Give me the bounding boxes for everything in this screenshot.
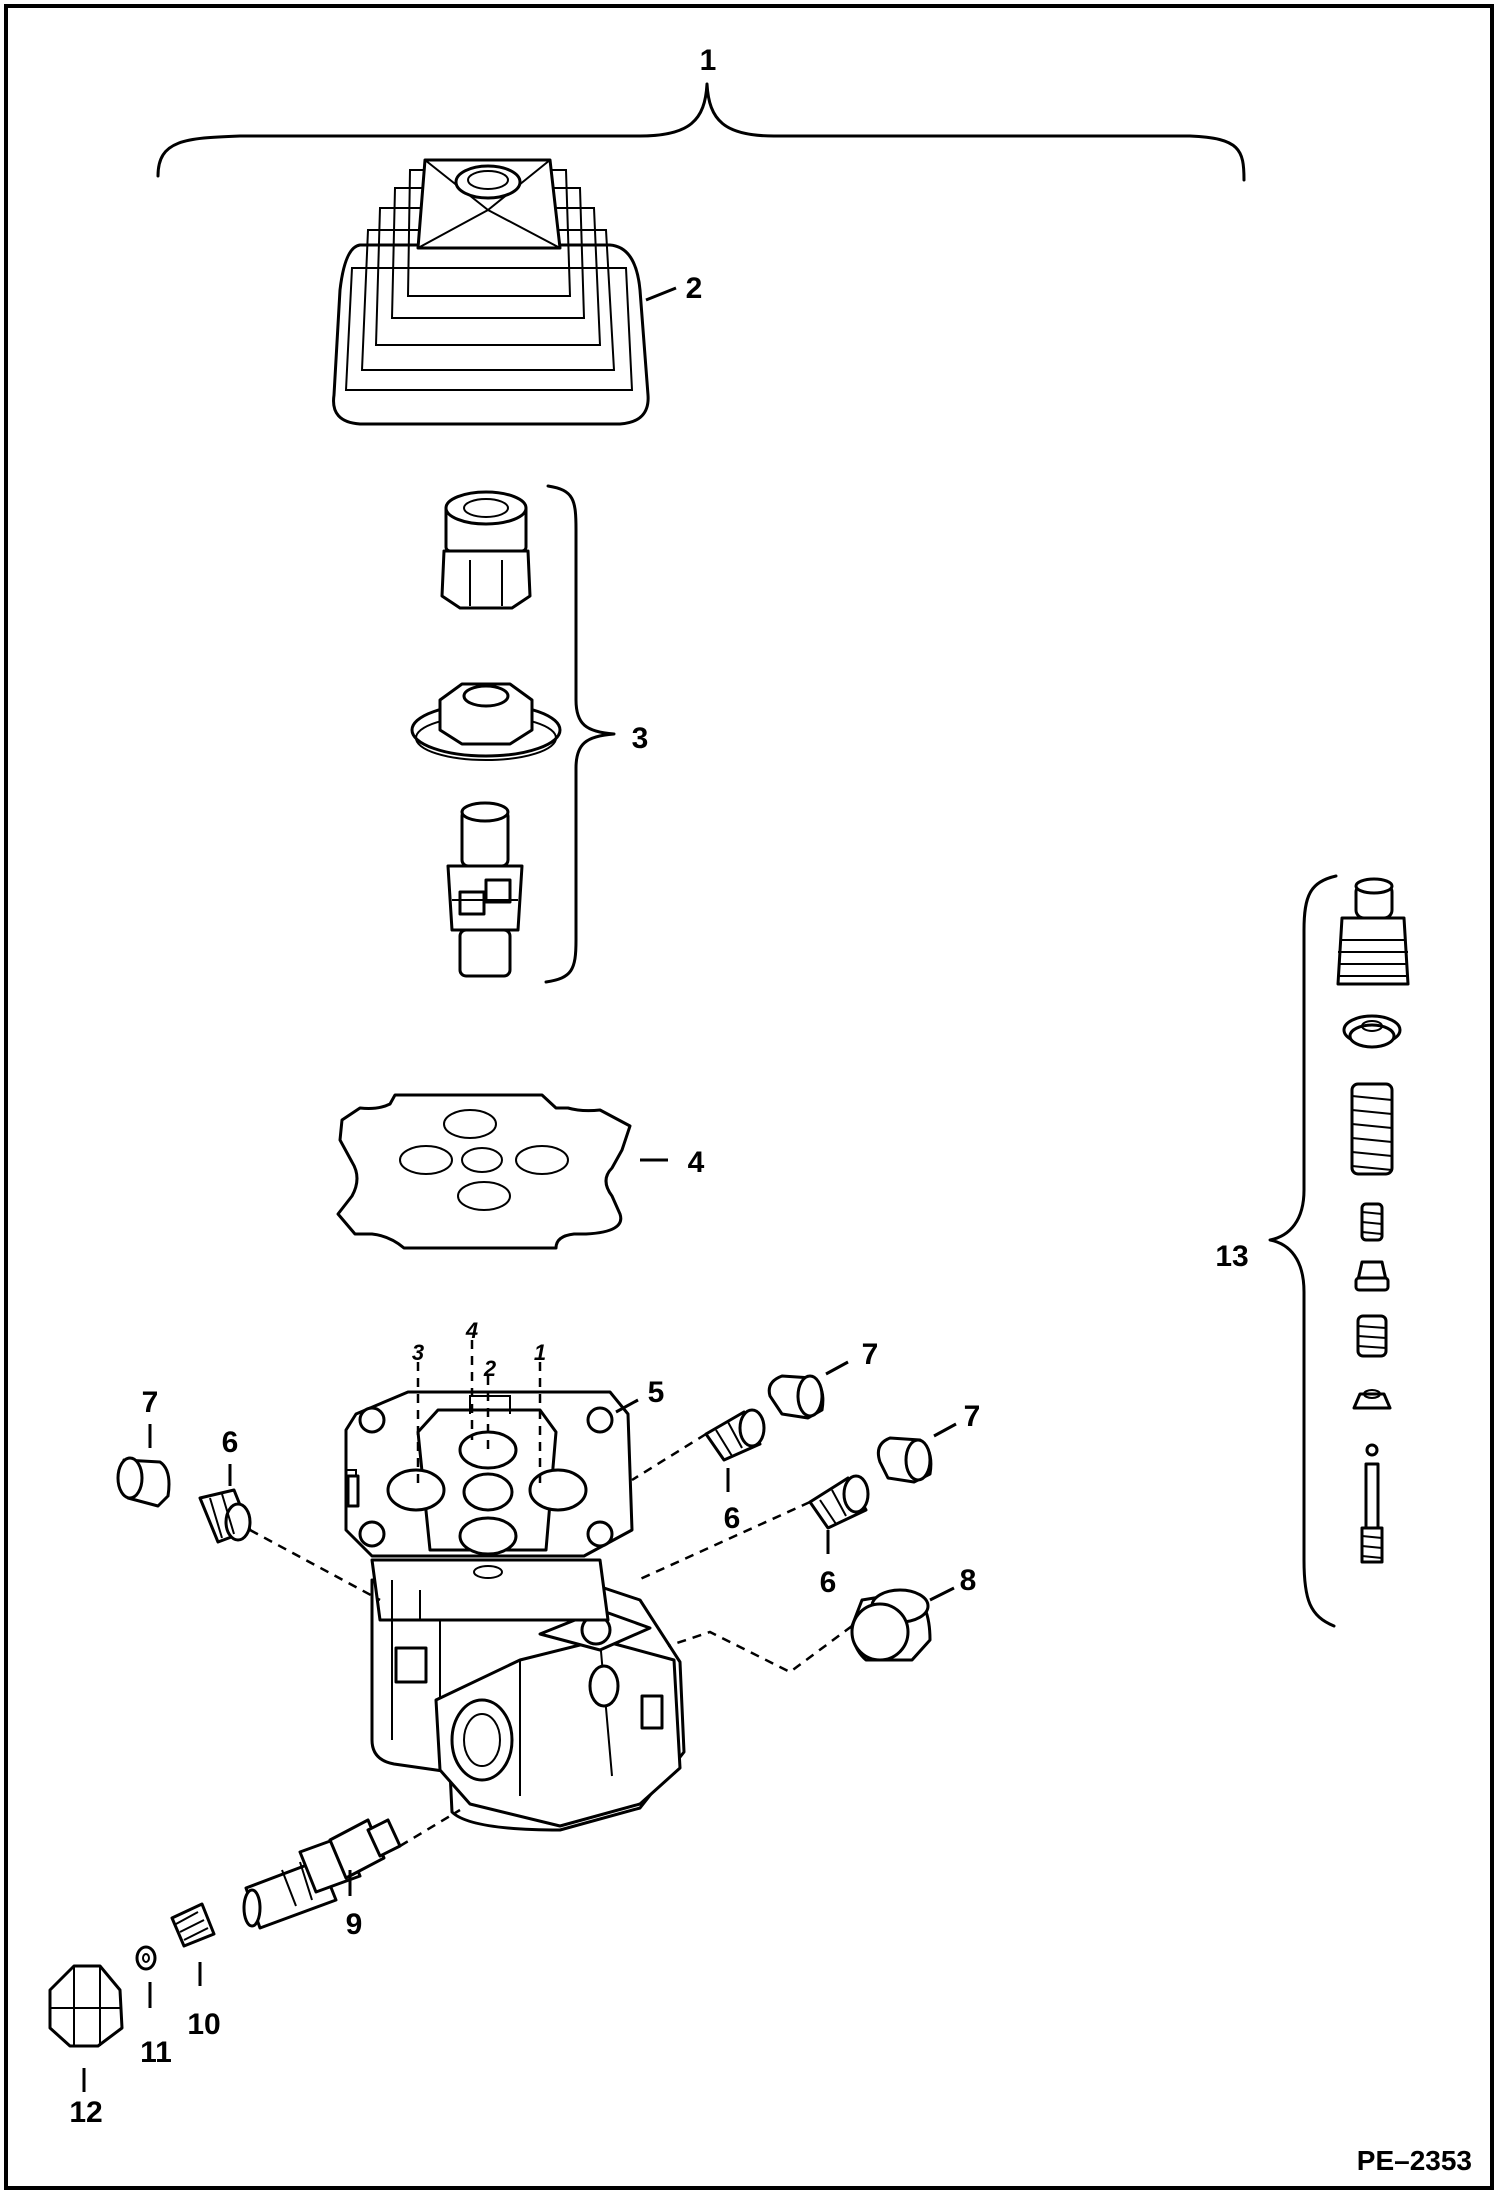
spring-medium-part bbox=[1356, 1314, 1388, 1358]
port-label-2: 2 bbox=[483, 1356, 497, 1381]
check-valve-lower-right bbox=[808, 1474, 870, 1530]
boot-bellows-part bbox=[332, 158, 650, 426]
check-valve-upper-right bbox=[704, 1408, 766, 1462]
callout-4: 4 bbox=[688, 1146, 705, 1179]
stem-part bbox=[1360, 1443, 1384, 1564]
spring-small-part bbox=[1360, 1202, 1384, 1242]
spacer-part bbox=[1354, 1260, 1390, 1292]
nut-part bbox=[440, 490, 532, 610]
callout-13: 13 bbox=[1215, 1240, 1248, 1273]
large-plug-part bbox=[850, 1588, 932, 1662]
check-valve-left bbox=[198, 1488, 252, 1544]
callout-3: 3 bbox=[632, 722, 649, 755]
port-label-1: 1 bbox=[534, 1340, 546, 1365]
poppet-part bbox=[1336, 877, 1410, 986]
spool-part bbox=[242, 1818, 402, 1930]
callout-7-left: 7 bbox=[142, 1386, 159, 1419]
drawing-code: PE–2353 bbox=[1357, 2145, 1472, 2176]
valve-body-part bbox=[344, 1390, 686, 1832]
callout-7-upper-right: 7 bbox=[862, 1338, 879, 1371]
page-frame bbox=[4, 4, 1494, 2190]
callout-6-upper-right: 6 bbox=[724, 1502, 741, 1535]
port-markers bbox=[416, 1340, 542, 1490]
gasket-part bbox=[336, 1093, 632, 1250]
plug-left bbox=[116, 1456, 171, 1508]
spring-part bbox=[170, 1902, 216, 1948]
washer-nut-part bbox=[410, 682, 562, 761]
callout-6-lower-right: 6 bbox=[820, 1566, 837, 1599]
callout-9: 9 bbox=[346, 1908, 363, 1941]
plug-upper-right bbox=[767, 1374, 825, 1420]
callout-6-left: 6 bbox=[222, 1426, 239, 1459]
callout-7-lower-right: 7 bbox=[964, 1400, 981, 1433]
hex-plug-part bbox=[48, 1964, 124, 2048]
washer-small-part bbox=[135, 1945, 157, 1971]
callout-10: 10 bbox=[187, 2008, 220, 2041]
callout-8: 8 bbox=[960, 1564, 977, 1597]
port-label-4: 4 bbox=[465, 1318, 478, 1343]
retainer-part bbox=[1342, 1014, 1402, 1049]
spring-large-part bbox=[1350, 1082, 1394, 1176]
callout-1: 1 bbox=[700, 44, 717, 77]
callout-2: 2 bbox=[686, 272, 703, 305]
bracket-item-13 bbox=[1268, 874, 1338, 1628]
plug-lower-right bbox=[876, 1436, 933, 1484]
assembly-lines bbox=[249, 1432, 853, 1848]
leader-lines bbox=[82, 286, 957, 2092]
callout-5: 5 bbox=[648, 1376, 665, 1409]
brace-item-1 bbox=[156, 82, 1246, 182]
callout-12: 12 bbox=[69, 2096, 102, 2129]
bracket-item-3 bbox=[544, 484, 616, 984]
seat-part bbox=[1352, 1389, 1392, 1410]
callout-11: 11 bbox=[140, 2036, 172, 2069]
universal-joint-part bbox=[446, 801, 524, 978]
port-label-3: 3 bbox=[412, 1340, 424, 1365]
